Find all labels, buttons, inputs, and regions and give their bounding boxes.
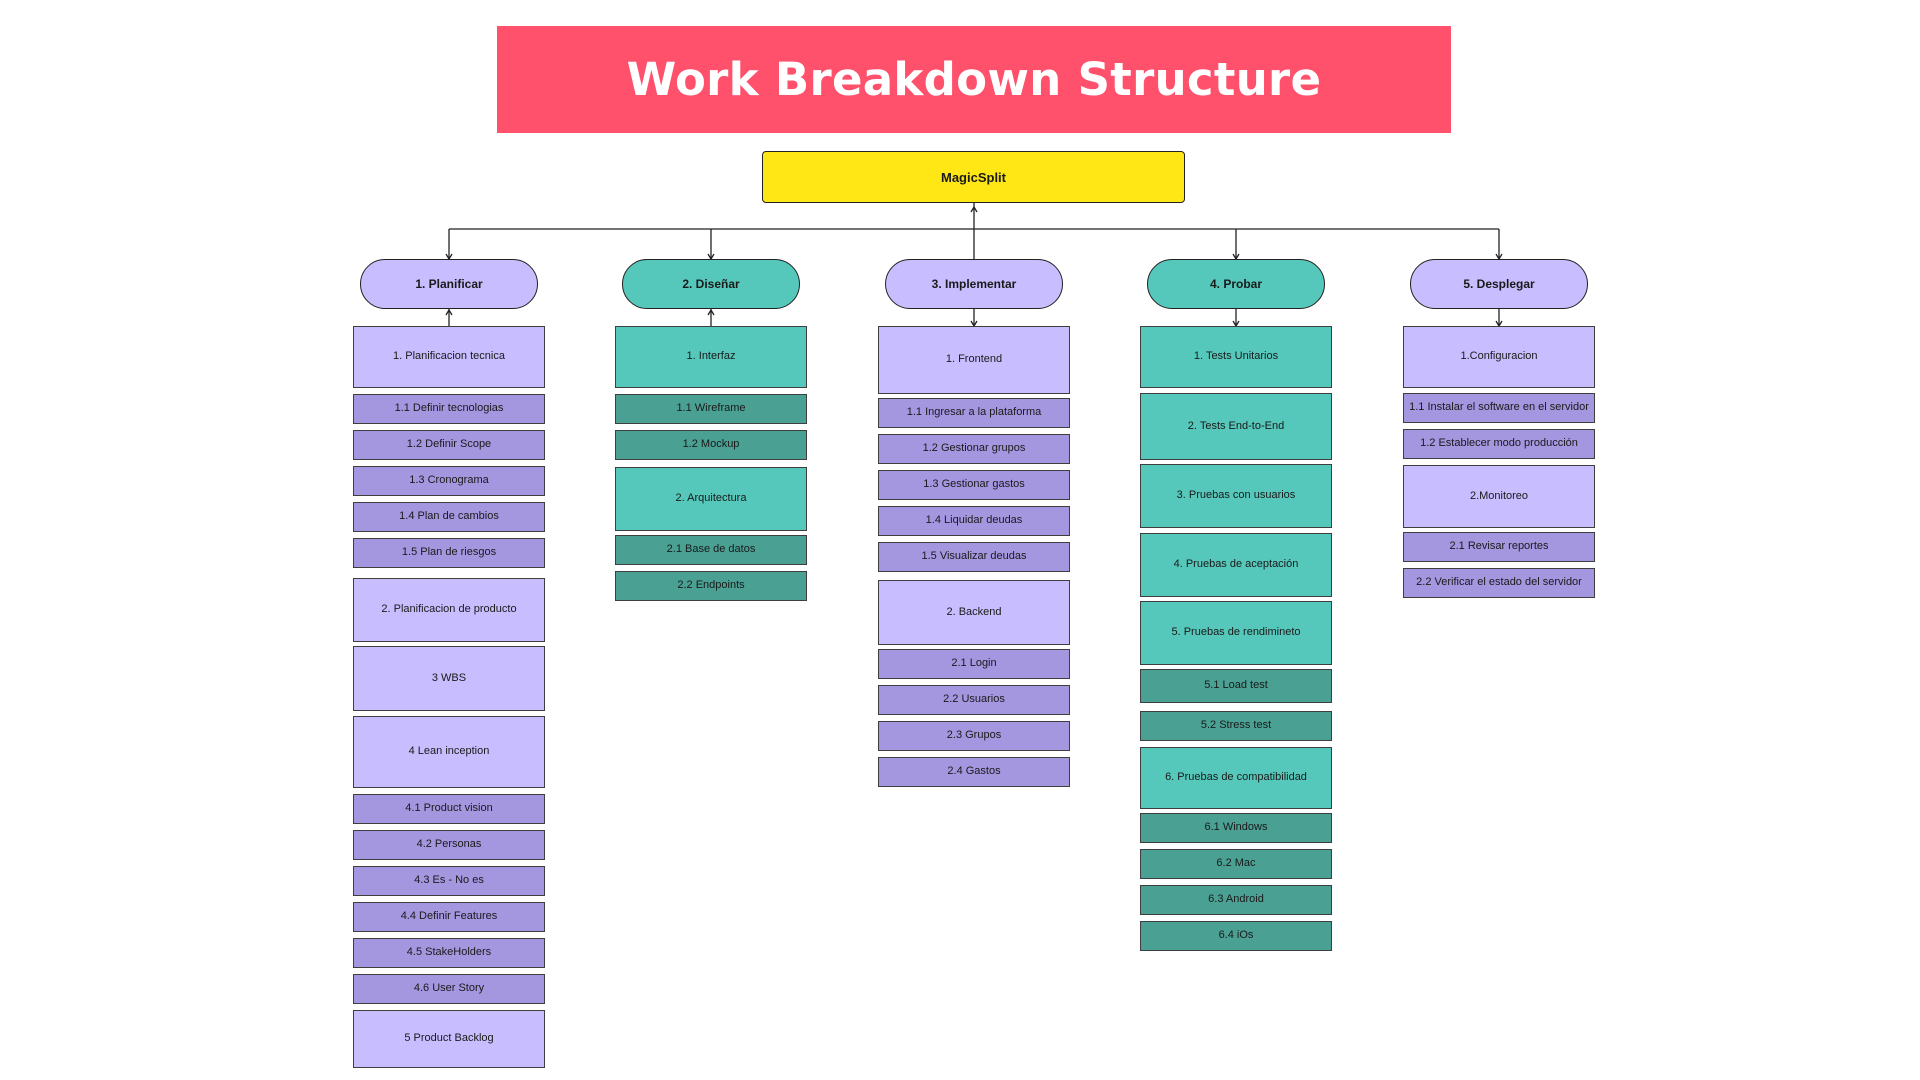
phase-implementar[interactable]: 3. Implementar: [885, 259, 1063, 309]
subtask-node[interactable]: 4.1 Product vision: [353, 794, 545, 824]
subtask-node[interactable]: 6.3 Android: [1140, 885, 1332, 915]
phase-desplegar[interactable]: 5. Desplegar: [1410, 259, 1588, 309]
task-node[interactable]: 3. Pruebas con usuarios: [1140, 464, 1332, 528]
subtask-node[interactable]: 2.2 Usuarios: [878, 685, 1070, 715]
subtask-node[interactable]: 2.2 Verificar el estado del servidor: [1403, 568, 1595, 598]
subtask-node[interactable]: 4.6 User Story: [353, 974, 545, 1004]
subtask-node[interactable]: 1.2 Mockup: [615, 430, 807, 460]
subtask-node[interactable]: 1.3 Cronograma: [353, 466, 545, 496]
subtask-node[interactable]: 5.1 Load test: [1140, 669, 1332, 703]
subtask-node[interactable]: 6.2 Mac: [1140, 849, 1332, 879]
phase-disenar[interactable]: 2. Diseñar: [622, 259, 800, 309]
arrow-head: [970, 205, 978, 213]
task-node[interactable]: 1.Configuracion: [1403, 326, 1595, 388]
subtask-node[interactable]: 1.2 Establecer modo producción: [1403, 429, 1595, 459]
phase-probar[interactable]: 4. Probar: [1147, 259, 1325, 309]
subtask-node[interactable]: 1.1 Ingresar a la plataforma: [878, 398, 1070, 428]
task-node[interactable]: 1. Frontend: [878, 326, 1070, 394]
subtask-node[interactable]: 6.1 Windows: [1140, 813, 1332, 843]
subtask-node[interactable]: 1.4 Liquidar deudas: [878, 506, 1070, 536]
subtask-node[interactable]: 4.5 StakeHolders: [353, 938, 545, 968]
subtask-node[interactable]: 2.1 Revisar reportes: [1403, 532, 1595, 562]
task-node[interactable]: 1. Tests Unitarios: [1140, 326, 1332, 388]
subtask-node[interactable]: 4.4 Definir Features: [353, 902, 545, 932]
subtask-node[interactable]: 4.2 Personas: [353, 830, 545, 860]
task-node[interactable]: 5. Pruebas de rendimineto: [1140, 601, 1332, 665]
task-node[interactable]: 2. Planificacion de producto: [353, 578, 545, 642]
task-node[interactable]: 2. Backend: [878, 580, 1070, 645]
subtask-node[interactable]: 1.5 Plan de riesgos: [353, 538, 545, 568]
subtask-node[interactable]: 2.1 Login: [878, 649, 1070, 679]
subtask-node[interactable]: 4.3 Es - No es: [353, 866, 545, 896]
subtask-node[interactable]: 1.1 Instalar el software en el servidor: [1403, 393, 1595, 423]
subtask-node[interactable]: 1.1 Wireframe: [615, 394, 807, 424]
page-title: Work Breakdown Structure: [626, 53, 1322, 106]
task-node[interactable]: 5 Product Backlog: [353, 1010, 545, 1068]
title-banner: Work Breakdown Structure: [497, 26, 1451, 133]
subtask-node[interactable]: 5.2 Stress test: [1140, 711, 1332, 741]
task-node[interactable]: 3 WBS: [353, 646, 545, 711]
task-node[interactable]: 2. Arquitectura: [615, 467, 807, 531]
subtask-node[interactable]: 1.1 Definir tecnologias: [353, 394, 545, 424]
arrow-head: [707, 308, 715, 316]
task-node[interactable]: 2.Monitoreo: [1403, 465, 1595, 528]
subtask-node[interactable]: 1.4 Plan de cambios: [353, 502, 545, 532]
task-node[interactable]: 1. Planificacion tecnica: [353, 326, 545, 388]
subtask-node[interactable]: 1.5 Visualizar deudas: [878, 542, 1070, 572]
root-node[interactable]: MagicSplit: [762, 151, 1185, 203]
subtask-node[interactable]: 2.1 Base de datos: [615, 535, 807, 565]
subtask-node[interactable]: 6.4 iOs: [1140, 921, 1332, 951]
subtask-node[interactable]: 1.2 Gestionar grupos: [878, 434, 1070, 464]
subtask-node[interactable]: 2.4 Gastos: [878, 757, 1070, 787]
phase-planificar[interactable]: 1. Planificar: [360, 259, 538, 309]
arrow-head: [445, 308, 453, 316]
subtask-node[interactable]: 1.3 Gestionar gastos: [878, 470, 1070, 500]
subtask-node[interactable]: 2.3 Grupos: [878, 721, 1070, 751]
task-node[interactable]: 6. Pruebas de compatibilidad: [1140, 747, 1332, 809]
subtask-node[interactable]: 2.2 Endpoints: [615, 571, 807, 601]
task-node[interactable]: 4. Pruebas de aceptación: [1140, 533, 1332, 597]
task-node[interactable]: 4 Lean inception: [353, 716, 545, 788]
task-node[interactable]: 1. Interfaz: [615, 326, 807, 388]
task-node[interactable]: 2. Tests End-to-End: [1140, 393, 1332, 460]
subtask-node[interactable]: 1.2 Definir Scope: [353, 430, 545, 460]
